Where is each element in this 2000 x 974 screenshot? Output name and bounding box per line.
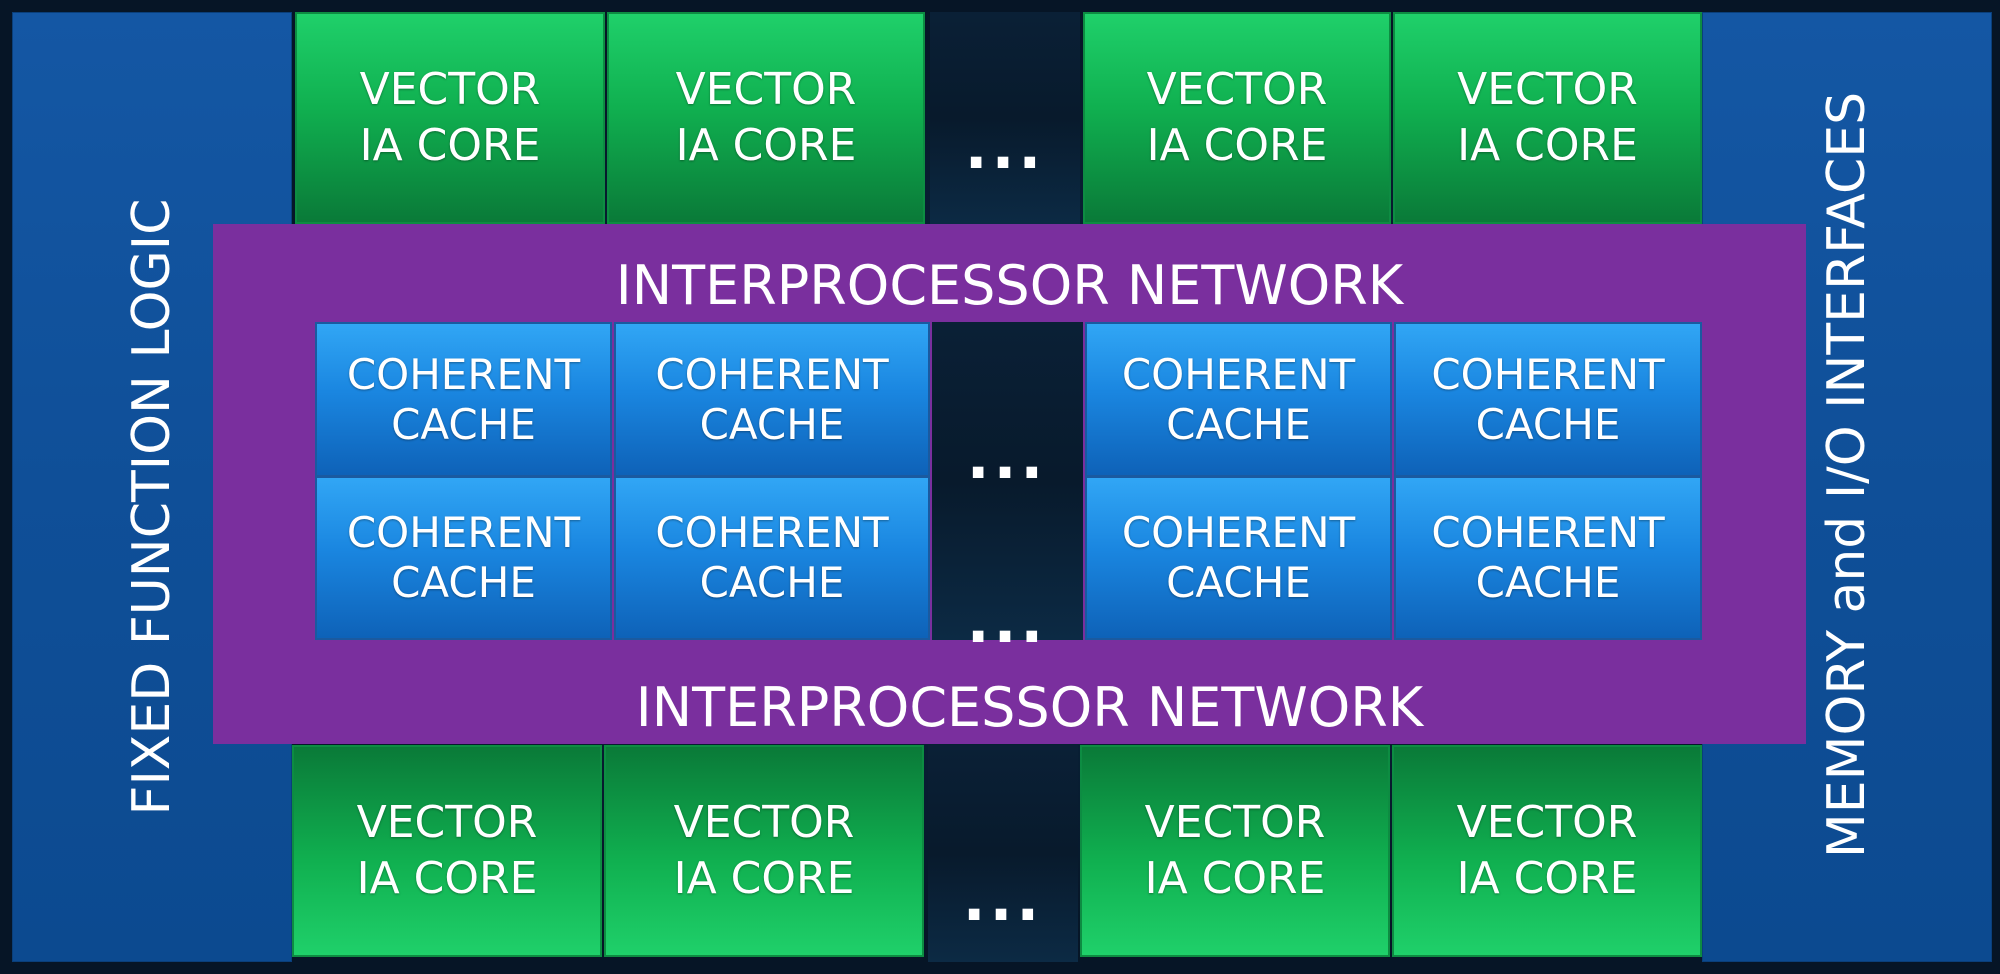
core-label-line1: VECTOR (673, 797, 855, 848)
cache-gap (932, 322, 1083, 640)
core-label-line2: IA CORE (675, 120, 857, 171)
vector-ia-core-top-2: VECTOR IA CORE (607, 12, 925, 224)
vector-ia-core-bottom-2: VECTOR IA CORE (604, 745, 924, 957)
vector-ia-core-bottom-1: VECTOR IA CORE (292, 745, 602, 957)
cache-label-line2: CACHE (699, 558, 845, 607)
interprocessor-network-label-bottom: INTERPROCESSOR NETWORK (635, 676, 1424, 739)
bottom-gap (928, 745, 1078, 962)
cache-label-line1: COHERENT (1121, 349, 1356, 399)
vector-ia-core-bottom-3: VECTOR IA CORE (1080, 745, 1390, 957)
top-gap (930, 12, 1080, 224)
cache-ellipsis-upper: ... (966, 423, 1048, 493)
cache-label-line1: COHERENT (1121, 508, 1356, 557)
core-label-line2: IA CORE (1457, 120, 1638, 171)
core-label-line2: IA CORE (356, 853, 538, 904)
cache-label-line1: COHERENT (346, 349, 581, 399)
cache-label-line2: CACHE (391, 399, 536, 449)
core-label-line2: IA CORE (1456, 853, 1638, 904)
core-label-line1: VECTOR (359, 64, 541, 115)
core-label-line2: IA CORE (359, 120, 541, 171)
interprocessor-network-label-top: INTERPROCESSOR NETWORK (615, 254, 1404, 317)
core-label-line2: IA CORE (1144, 853, 1326, 904)
top-ellipsis: ... (964, 113, 1046, 183)
cache-label-line1: COHERENT (1431, 349, 1665, 399)
bottom-ellipsis: ... (962, 865, 1044, 935)
cache-label-line1: COHERENT (655, 508, 889, 557)
memory-io-interfaces-label: MEMORY and I/O INTERFACES (1817, 91, 1877, 859)
cache-label-line1: COHERENT (1431, 508, 1665, 557)
fixed-function-logic-label: FIXED FUNCTION LOGIC (122, 198, 182, 816)
cache-label-line1: COHERENT (655, 349, 889, 399)
cache-label-line2: CACHE (1166, 399, 1311, 449)
cache-ellipsis-lower: ... (966, 587, 1048, 657)
cache-label-line2: CACHE (391, 558, 536, 607)
vector-ia-core-top-1: VECTOR IA CORE (295, 12, 605, 224)
cache-label-line2: CACHE (1475, 399, 1621, 449)
core-label-line1: VECTOR (1144, 797, 1326, 848)
cache-label-line1: COHERENT (346, 508, 581, 557)
cache-label-line2: CACHE (1166, 558, 1311, 607)
core-label-line2: IA CORE (1146, 120, 1328, 171)
core-label-line1: VECTOR (675, 64, 857, 115)
cache-label-line2: CACHE (1475, 558, 1621, 607)
core-label-line1: VECTOR (1146, 64, 1328, 115)
vector-ia-core-bottom-4: VECTOR IA CORE (1392, 745, 1702, 957)
vector-ia-core-top-4: VECTOR IA CORE (1393, 12, 1702, 224)
core-label-line1: VECTOR (1457, 64, 1638, 115)
core-label-line1: VECTOR (356, 797, 538, 848)
cache-label-line2: CACHE (699, 399, 845, 449)
core-label-line2: IA CORE (673, 853, 855, 904)
core-label-line1: VECTOR (1456, 797, 1638, 848)
vector-ia-core-top-3: VECTOR IA CORE (1083, 12, 1391, 224)
